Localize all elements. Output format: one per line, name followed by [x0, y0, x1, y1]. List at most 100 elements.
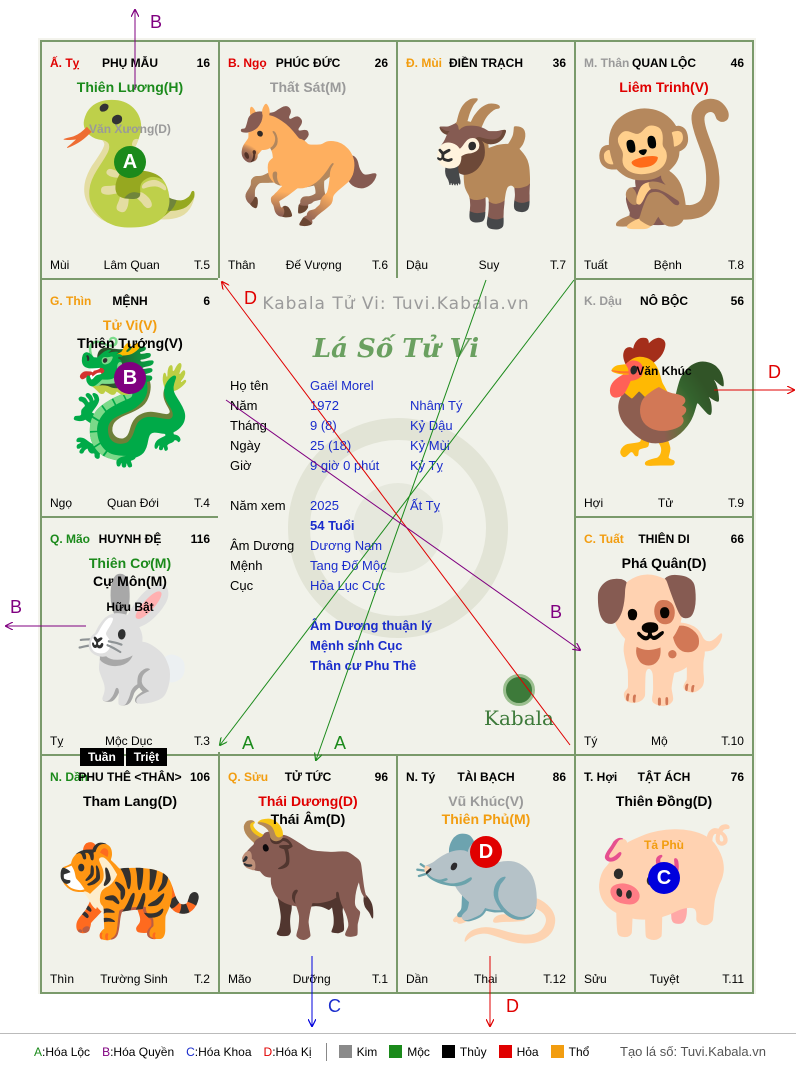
site-credit-link[interactable]: Tạo lá số: Tuvi.Kabala.vn: [620, 1044, 766, 1059]
palace-age: 36: [552, 56, 566, 70]
footer-stage: Mộ: [650, 734, 668, 748]
transformation-badge: B: [114, 362, 146, 394]
transformation-badge: A: [114, 146, 146, 178]
nam-xem-row: Năm xem 2025 Ất Tỵ: [230, 498, 560, 518]
major-stars: Thiên Đồng(D): [576, 792, 752, 810]
tuan-triet-markers: Tuần Triệt: [80, 748, 168, 766]
zodiac-animal-icon: 🐐: [411, 94, 561, 234]
minor-star: Tả Phù: [643, 838, 684, 852]
palace-name: PHU THÊ <THÂN>: [78, 770, 182, 784]
element-color-swatch: [550, 1045, 564, 1058]
footer-branch: Dậu: [406, 258, 429, 272]
palace-age: 6: [203, 294, 210, 308]
footer-stage: Tuyệt: [649, 972, 680, 986]
label-a-2: A: [334, 733, 347, 753]
minor-star: Hữu Bật: [106, 600, 154, 614]
major-star: Tử Vi(V): [102, 317, 158, 333]
legend-key: C: [186, 1044, 195, 1059]
footer-term: T.9: [727, 496, 744, 510]
zodiac-animal-icon: 🐓: [589, 332, 739, 472]
info-row: Cục Hỏa Lục Cục: [230, 578, 560, 598]
info-label: Năm: [230, 398, 258, 413]
footer-branch: Tuất: [584, 258, 608, 272]
info-row: Mệnh Tang Đố Mộc: [230, 558, 560, 578]
label-b-top: B: [150, 12, 163, 32]
analysis-note: Mệnh sinh Cục: [310, 638, 403, 653]
major-stars: Phá Quân(D): [576, 554, 752, 572]
branch-label: M. Thân: [584, 56, 630, 70]
zodiac-animal-icon: 🐒: [589, 94, 739, 234]
palace-name: THIÊN DI: [638, 532, 690, 546]
legend-key: D: [263, 1044, 273, 1059]
zodiac-animal-icon: 🐇: [55, 570, 205, 710]
major-star: Phá Quân(D): [621, 555, 707, 571]
info-row: Âm Dương Dương Nam: [230, 538, 560, 558]
footer-stage: Tử: [657, 496, 674, 510]
chart-title: Lá Số Tử Vi: [312, 334, 480, 364]
cell-footer: Dần Thai T.12: [406, 972, 566, 986]
legend-text: Hóa Quyền: [113, 1044, 175, 1059]
info-label: Tháng: [230, 418, 267, 433]
legend-divider: [325, 1042, 327, 1061]
palace-name: HUYNH ĐỆ: [98, 532, 162, 546]
major-star: Vũ Khúc(V): [448, 793, 524, 809]
info-label: Ngày: [230, 438, 261, 453]
label-d-center: D: [244, 288, 257, 308]
branch-label: C. Tuất: [584, 532, 624, 546]
palace-age: 86: [552, 770, 566, 784]
footer-stage: Lâm Quan: [103, 258, 160, 272]
branch-label: Q. Mão: [50, 532, 91, 546]
footer-term: T.12: [543, 972, 566, 986]
label-b-left: B: [10, 597, 23, 617]
footer-stage: Bệnh: [653, 258, 682, 272]
zodiac-animal-icon: 🐅: [55, 808, 205, 948]
major-stars: Thiên Cơ(M)Cự Môn(M): [42, 554, 218, 590]
legend-element-item: Mộc: [389, 1045, 430, 1059]
element-color-swatch: [389, 1045, 403, 1058]
palace-age: 26: [374, 56, 388, 70]
major-stars: Tử Vi(V) Thiên Tướng(V): [42, 316, 218, 352]
footer-stage: Dưỡng: [292, 972, 331, 986]
branch-label: N. Dần: [50, 770, 89, 784]
legend-key: B: [102, 1044, 111, 1059]
footer-term: T.8: [727, 258, 744, 272]
footer-branch: Tý: [584, 734, 598, 748]
major-star: Thiên Lương(H): [76, 79, 184, 95]
major-star: Thiên Tướng(V): [77, 335, 183, 351]
major-star: Thất Sát(M): [269, 79, 347, 95]
major-star: Liêm Trinh(V): [619, 79, 709, 95]
info-value: Hỏa Lục Cục: [310, 578, 386, 593]
legend-hoa-item: A: Hóa Lộc: [34, 1045, 90, 1059]
element-color-swatch: [498, 1045, 512, 1058]
footer-term: T.3: [193, 734, 210, 748]
branch-label: B. Ngọ: [228, 56, 267, 70]
info-value: Dương Nam: [310, 538, 383, 553]
footer-stage: Quan Đới: [107, 496, 159, 510]
minor-star: Văn Khúc: [636, 364, 692, 378]
info-row: Ngày 25 (18) Kỷ Mùi: [230, 438, 560, 458]
palace-age: 116: [190, 532, 210, 546]
footer-term: T.10: [721, 734, 744, 748]
major-stars: Thái Dương(D)Thái Âm(D): [220, 792, 396, 828]
footer-term: T.5: [193, 258, 210, 272]
footer-term: T.7: [549, 258, 566, 272]
palace-age: 66: [730, 532, 744, 546]
palace-age: 16: [196, 56, 210, 70]
info-value: Gaël Morel: [310, 378, 374, 393]
branch-label: N. Tý: [406, 770, 436, 784]
info-row: Năm 1972 Nhâm Tý: [230, 398, 560, 418]
footer-branch: Thân: [228, 258, 256, 272]
